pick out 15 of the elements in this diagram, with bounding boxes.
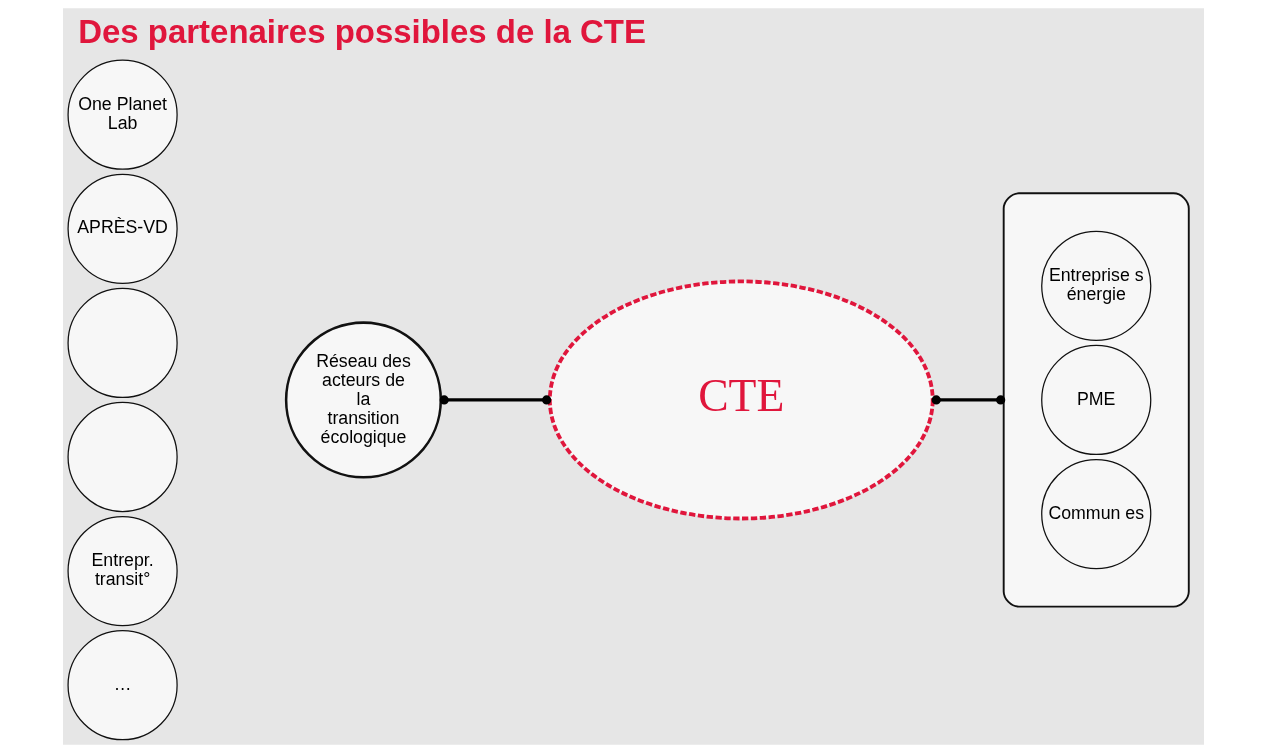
cluster — [1002, 192, 1190, 608]
node-circle — [66, 287, 178, 399]
node-circle: Réseau des acteurs de la transition écologique — [284, 321, 442, 479]
diagram-title: Des partenaires possibles de la CTE — [77, 13, 646, 51]
node-circle: … — [66, 630, 178, 741]
node-circle: Entrepr. transit° — [66, 515, 178, 627]
node-ellipse: CTE — [547, 279, 935, 521]
connector — [439, 395, 551, 405]
connector — [931, 395, 1005, 405]
node-circle: One Planet Lab — [66, 59, 178, 170]
node-circle: Entreprise s énergie — [1040, 230, 1151, 341]
node-circle: PME — [1040, 344, 1151, 456]
node-circle: Commun es — [1040, 458, 1151, 570]
node-circle: APRÈS-VD — [66, 173, 178, 284]
node-circle — [66, 401, 178, 513]
